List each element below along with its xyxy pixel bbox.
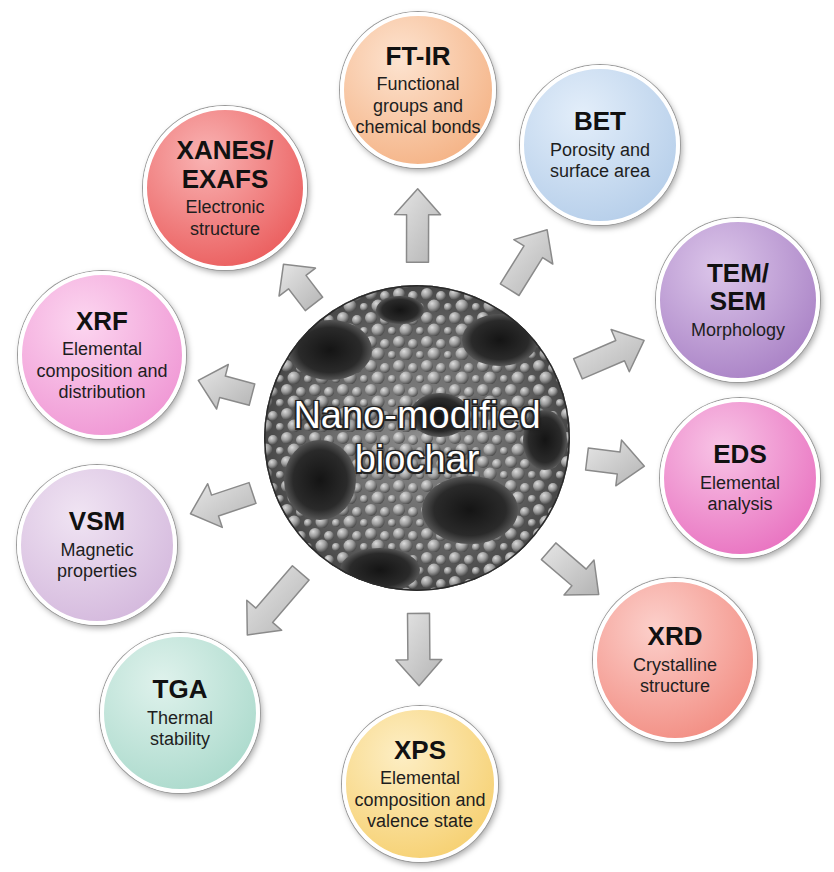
block-arrow xyxy=(541,543,598,595)
technique-circle: VSM Magnetic properties xyxy=(17,465,177,625)
technique-name: FT-IR xyxy=(386,42,451,71)
block-arrow xyxy=(586,440,645,486)
block-arrow xyxy=(500,230,553,296)
technique-name: TGA xyxy=(153,675,208,704)
block-arrow xyxy=(574,330,645,379)
block-arrow xyxy=(247,566,309,635)
technique-purpose: Elemental analysis xyxy=(675,473,805,515)
technique-circle: FT-IR Functional groups and chemical bond… xyxy=(340,12,496,168)
block-arrow xyxy=(190,483,256,528)
technique-circle: XRF Elemental composition and distributio… xyxy=(18,271,186,439)
block-arrow xyxy=(396,613,442,686)
technique-purpose: Elemental composition and valence state xyxy=(354,768,486,832)
technique-circle: BET Porosity and surface area xyxy=(520,65,680,225)
block-arrow xyxy=(395,189,441,263)
technique-name: XRD xyxy=(648,622,703,651)
technique-name: XRF xyxy=(76,307,128,336)
technique-circle: TEM/ SEM Morphology xyxy=(656,218,820,382)
technique-name: XPS xyxy=(394,736,446,765)
block-arrow xyxy=(198,365,255,410)
technique-purpose: Morphology xyxy=(691,320,785,341)
technique-purpose: Crystalline structure xyxy=(605,655,745,697)
block-arrow xyxy=(279,264,323,310)
sem-texture xyxy=(260,280,580,600)
technique-circle: TGA Thermal stability xyxy=(100,633,260,793)
technique-name: BET xyxy=(574,107,626,136)
technique-purpose: Thermal stability xyxy=(115,708,245,750)
technique-purpose: Elemental composition and distribution xyxy=(29,339,175,403)
technique-purpose: Porosity and surface area xyxy=(535,140,665,182)
center-label: Nano-modified biochar xyxy=(282,394,552,481)
technique-name: VSM xyxy=(69,507,125,536)
technique-circle: EDS Elemental analysis xyxy=(660,398,820,558)
technique-purpose: Magnetic properties xyxy=(32,540,162,582)
technique-name: EDS xyxy=(713,440,766,469)
central-circle: Nano-modified biochar xyxy=(262,283,572,593)
technique-purpose: Electronic structure xyxy=(155,197,295,239)
technique-circle: XANES/ EXAFSElectronic structure xyxy=(143,106,307,270)
technique-circle: XPS Elemental composition and valence sta… xyxy=(342,706,498,862)
technique-name: XANES/ EXAFS xyxy=(169,136,281,193)
technique-circle: XRD Crystalline structure xyxy=(593,578,757,742)
technique-purpose: Functional groups and chemical bonds xyxy=(353,74,483,138)
technique-name: TEM/ SEM xyxy=(696,259,780,316)
